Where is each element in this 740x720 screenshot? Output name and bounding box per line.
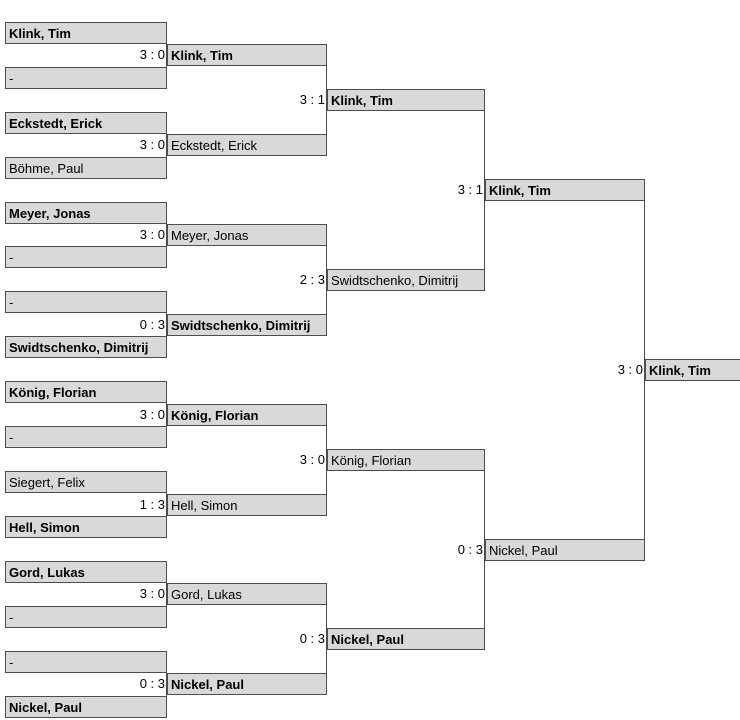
bracket-box-r2-s1: Klink, Tim [167,44,327,66]
player-name: König, Florian [171,407,259,423]
match-score: 3 : 0 [139,227,165,242]
connector-line [165,112,167,179]
player-name: Hell, Simon [9,519,80,535]
bracket-box-r1-s14: - [5,606,167,628]
player-name: Swidtschenko, Dimitrij [171,317,311,333]
connector-line [165,381,167,448]
player-name: Nickel, Paul [9,699,82,715]
bracket-box-r1-s15: - [5,651,167,673]
player-name: Eckstedt, Erick [9,115,103,131]
match-score: 3 : 1 [457,182,483,197]
player-name: - [9,609,14,625]
player-name: - [9,429,14,445]
player-name: Swidtschenko, Dimitrij [331,272,459,288]
bracket-box-r2-s7: Gord, Lukas [167,583,327,605]
player-name: König, Florian [9,384,97,400]
player-name: König, Florian [331,452,412,468]
match-score: 2 : 3 [299,272,325,287]
bracket-box-r3-s2: Swidtschenko, Dimitrij [327,269,485,291]
bracket-box-r1-s5: Meyer, Jonas [5,202,167,224]
bracket-box-r2-s8: Nickel, Paul [167,673,327,695]
bracket-box-r1-s6: - [5,246,167,268]
bracket-box-r1-s13: Gord, Lukas [5,561,167,583]
match-score: 3 : 0 [617,362,643,377]
bracket-box-r2-s6: Hell, Simon [167,494,327,516]
connector-line [165,471,167,538]
player-name: Klink, Tim [9,25,71,41]
bracket-box-final-s2: Nickel, Paul [485,539,645,561]
player-name: Siegert, Felix [9,474,85,490]
bracket-box-r1-s2: - [5,67,167,89]
player-name: - [9,654,14,670]
player-name: Swidtschenko, Dimitrij [9,339,149,355]
bracket-box-r1-s1: Klink, Tim [5,22,167,44]
connector-line [325,583,327,695]
connector-line [325,224,327,336]
player-name: - [9,294,14,310]
bracket-box-r3-s4: Nickel, Paul [327,628,485,650]
bracket-box-winner: Klink, Tim [645,359,740,381]
connector-line [165,651,167,718]
connector-line [483,89,485,291]
connector-line [325,404,327,516]
player-name: Nickel, Paul [171,676,244,692]
player-name: Gord, Lukas [9,564,85,580]
connector-line [165,291,167,358]
player-name: Böhme, Paul [9,160,84,176]
bracket-box-final-s1: Klink, Tim [485,179,645,201]
match-score: 3 : 0 [139,47,165,62]
player-name: Nickel, Paul [331,631,404,647]
player-name: Meyer, Jonas [171,227,249,243]
match-score: 3 : 0 [139,586,165,601]
bracket-box-r2-s2: Eckstedt, Erick [167,134,327,156]
match-score: 0 : 3 [457,542,483,557]
bracket-box-r1-s10: - [5,426,167,448]
bracket-box-r2-s3: Meyer, Jonas [167,224,327,246]
bracket-box-r3-s1: Klink, Tim [327,89,485,111]
player-name: - [9,70,14,86]
player-name: Eckstedt, Erick [171,137,257,153]
match-score: 3 : 0 [139,407,165,422]
connector-line [165,202,167,268]
match-score: 3 : 0 [139,137,165,152]
bracket-box-r1-s12: Hell, Simon [5,516,167,538]
bracket-box-r1-s3: Eckstedt, Erick [5,112,167,134]
player-name: Hell, Simon [171,497,238,513]
connector-line [325,44,327,156]
match-score: 3 : 1 [299,92,325,107]
player-name: Klink, Tim [171,47,233,63]
player-name: - [9,249,14,265]
connector-line [643,179,645,561]
bracket-box-r1-s7: - [5,291,167,313]
player-name: Klink, Tim [649,362,711,378]
bracket-box-r1-s8: Swidtschenko, Dimitrij [5,336,167,358]
match-score: 3 : 0 [299,452,325,467]
player-name: Gord, Lukas [171,586,242,602]
player-name: Nickel, Paul [489,542,558,558]
bracket-box-r1-s11: Siegert, Felix [5,471,167,493]
player-name: Klink, Tim [489,182,551,198]
player-name: Klink, Tim [331,92,393,108]
match-score: 0 : 3 [139,317,165,332]
bracket-box-r3-s3: König, Florian [327,449,485,471]
bracket-box-r1-s4: Böhme, Paul [5,157,167,179]
match-score: 1 : 3 [139,497,165,512]
match-score: 0 : 3 [139,676,165,691]
match-score: 0 : 3 [299,631,325,646]
bracket-box-r2-s5: König, Florian [167,404,327,426]
connector-line [165,22,167,89]
connector-line [483,449,485,650]
bracket-box-r1-s9: König, Florian [5,381,167,403]
bracket-box-r2-s4: Swidtschenko, Dimitrij [167,314,327,336]
bracket-box-r1-s16: Nickel, Paul [5,696,167,718]
connector-line [165,561,167,628]
player-name: Meyer, Jonas [9,205,91,221]
